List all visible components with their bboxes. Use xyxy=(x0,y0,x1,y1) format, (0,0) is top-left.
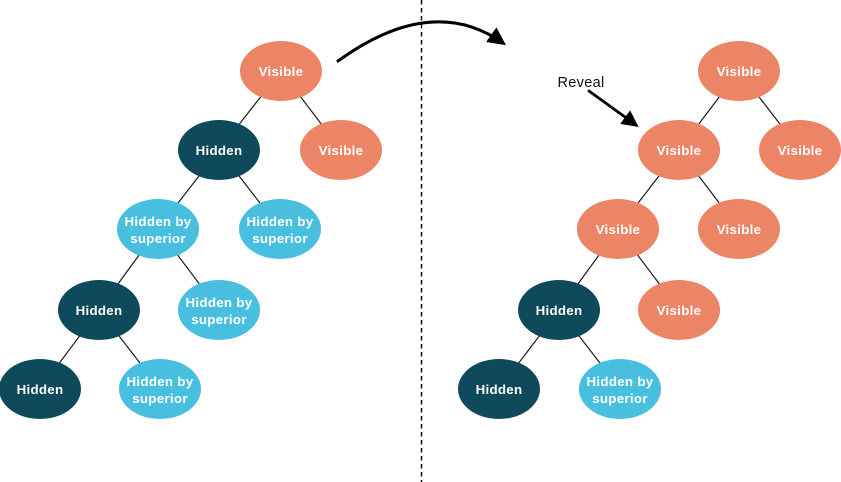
node-ellipse xyxy=(117,199,199,259)
node-ellipse xyxy=(458,359,540,419)
node-visible: Visible xyxy=(759,120,841,180)
node-ellipse xyxy=(178,280,260,340)
node-label: Visible xyxy=(657,143,702,158)
node-hidden: Hidden xyxy=(458,359,540,419)
node-label: Visible xyxy=(717,222,762,237)
node-label: Hidden xyxy=(536,303,583,318)
node-hidden: Hidden xyxy=(518,280,600,340)
node-ellipse xyxy=(518,280,600,340)
node-visible: Visible xyxy=(638,120,720,180)
transform-arrow-icon xyxy=(336,20,506,63)
node-label: Hidden xyxy=(17,382,64,397)
node-ellipse xyxy=(579,359,661,419)
node-ellipse xyxy=(58,280,140,340)
node-visible: Visible xyxy=(577,199,659,259)
reveal-label: Reveal xyxy=(558,75,605,91)
node-visible: Visible xyxy=(638,280,720,340)
node-ellipse xyxy=(698,41,780,101)
reveal-arrow-icon xyxy=(587,89,639,127)
node-hidden: Hidden xyxy=(178,120,260,180)
node-label: Visible xyxy=(259,64,304,79)
node-ellipse xyxy=(239,199,321,259)
node-visible: Visible xyxy=(300,120,382,180)
node-ellipse xyxy=(119,359,201,419)
node-label: Visible xyxy=(596,222,641,237)
node-visible: Visible xyxy=(698,41,780,101)
node-visible: Visible xyxy=(698,199,780,259)
node-ellipse xyxy=(300,120,382,180)
node-label: Hidden xyxy=(196,143,243,158)
node-ellipse xyxy=(638,280,720,340)
node-label: Hidden xyxy=(76,303,123,318)
node-label: Hidden xyxy=(476,382,523,397)
node-ellipse xyxy=(240,41,322,101)
node-ellipse xyxy=(178,120,260,180)
node-label: Visible xyxy=(778,143,823,158)
node-label: Visible xyxy=(657,303,702,318)
node-label: Visible xyxy=(319,143,364,158)
node-ellipse xyxy=(0,359,81,419)
node-ellipse xyxy=(698,199,780,259)
node-ellipse xyxy=(638,120,720,180)
node-ellipse xyxy=(759,120,841,180)
node-visible: Visible xyxy=(240,41,322,101)
node-label: Visible xyxy=(717,64,762,79)
reveal-annotation: Reveal xyxy=(558,75,639,127)
node-hidden: Hidden xyxy=(58,280,140,340)
node-ellipse xyxy=(577,199,659,259)
node-hidden: Hidden xyxy=(0,359,81,419)
